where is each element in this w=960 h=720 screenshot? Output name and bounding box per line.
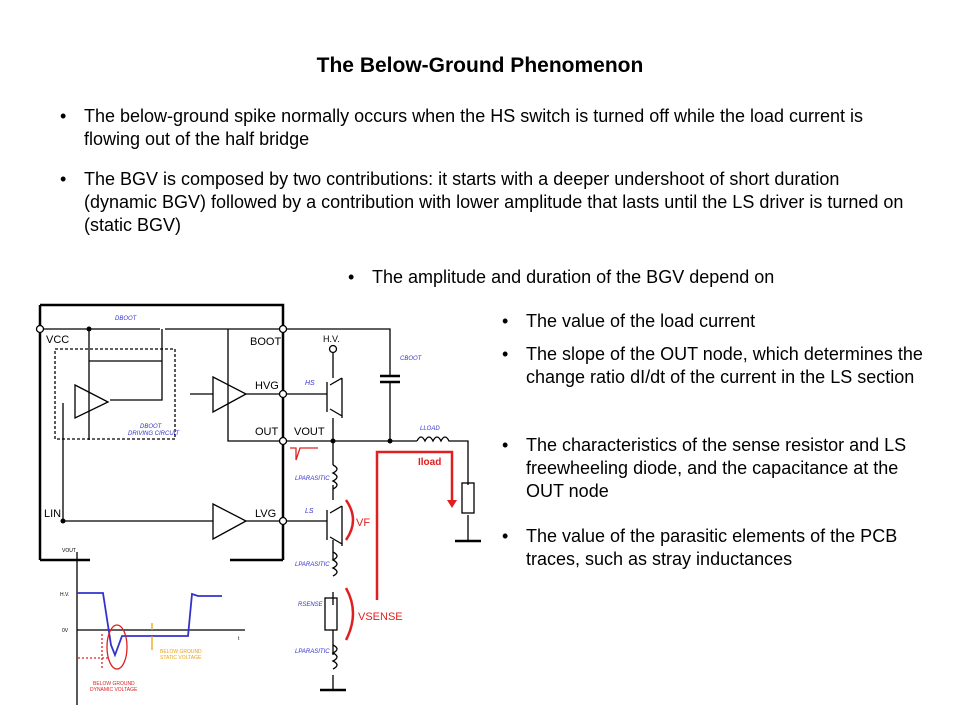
static-label-1: BELOW GROUND — [160, 649, 202, 655]
hv-level-label: H.V. — [60, 592, 69, 598]
bullet-glyph: • — [502, 311, 509, 331]
y-axis-label: VOUT — [62, 548, 76, 554]
half-bridge-circuit-diagram: VCC BOOT HVG OUT LIN LVG H.V. VOUT DBOOT… — [35, 303, 481, 705]
cboot-label: CBOOT — [400, 356, 423, 362]
bullet-3: • The amplitude and duration of the BGV d… — [348, 266, 912, 289]
ls-label: LS — [305, 508, 314, 515]
pin-lvg: LVG — [255, 508, 276, 520]
rsense-resistor — [324, 597, 338, 631]
pin-boot: BOOT — [250, 336, 281, 348]
lparasitic-label-2: LPARASITIC — [295, 562, 330, 568]
sub-bullet-4: • The value of the parasitic elements of … — [502, 525, 926, 571]
iload-label: Iload — [418, 457, 441, 468]
vf-arrow — [344, 499, 355, 541]
lparasitic-label-3: LPARASITIC — [295, 649, 330, 655]
ic-outline — [38, 303, 285, 560]
cboot-capacitor — [380, 374, 400, 384]
vsense-label: VSENSE — [358, 611, 403, 623]
dynamic-label-1: BELOW GROUND — [93, 681, 135, 687]
sub-bullet-3: • The characteristics of the sense resist… — [502, 434, 926, 503]
dboot-circuit-label-2: DRIVING CIRCUIT — [128, 431, 180, 437]
sub-bullet-text: The value of the parasitic elements of t… — [526, 526, 898, 569]
bullet-glyph: • — [60, 106, 67, 126]
load-resistor — [461, 482, 475, 514]
lparasitic-label-1: LPARASITIC — [295, 476, 330, 482]
sub-bullet-1: • The value of the load current — [502, 310, 926, 333]
dboot-driving-circuit-box — [54, 348, 176, 440]
static-label-2: STATIC VOLTAGE — [160, 655, 202, 661]
rsense-label: RSENSE — [298, 602, 324, 608]
vout-waveform — [77, 592, 222, 658]
bullet-glyph: • — [348, 267, 355, 287]
bullet-glyph: • — [502, 344, 509, 364]
bullet-glyph: • — [502, 435, 509, 455]
dboot-label: DBOOT — [115, 316, 138, 322]
bullet-2: • The BGV is composed by two contribution… — [60, 168, 914, 237]
x-axis-label: t — [238, 636, 240, 642]
sub-bullet-text: The characteristics of the sense resisto… — [526, 435, 907, 501]
vf-label: VF — [356, 517, 370, 529]
bullet-text: The below-ground spike normally occurs w… — [84, 106, 864, 149]
bullet-text: The BGV is composed by two contributions… — [84, 169, 904, 235]
sub-bullet-text: The value of the load current — [526, 311, 756, 331]
buffer-1 — [74, 383, 110, 420]
dboot-circuit-label: DBOOT — [140, 424, 163, 430]
iload-arrow — [375, 450, 454, 600]
bullet-glyph: • — [502, 526, 509, 546]
sub-bullet-text: The slope of the OUT node, which determi… — [526, 344, 923, 387]
hs-label: HS — [305, 380, 315, 387]
buffer-hvg — [212, 375, 248, 414]
pin-hvg: HVG — [255, 380, 279, 392]
vout-label: VOUT — [294, 426, 325, 438]
bullet-1: • The below-ground spike normally occurs … — [60, 105, 904, 151]
bullet-glyph: • — [60, 169, 67, 189]
dynamic-label-2: DYNAMIC VOLTAGE — [90, 687, 138, 693]
buffer-lvg — [212, 502, 248, 541]
pin-lin: LIN — [44, 508, 61, 520]
lload-inductor — [416, 436, 469, 540]
lload-label: LLOAD — [420, 426, 440, 432]
pin-vcc: VCC — [46, 334, 69, 346]
hv-label: H.V. — [323, 334, 340, 344]
bullet-text: The amplitude and duration of the BGV de… — [372, 267, 775, 287]
slide-title: The Below-Ground Phenomenon — [316, 54, 644, 77]
sub-bullet-2: • The slope of the OUT node, which determ… — [502, 343, 926, 389]
zero-level-label: 0V — [62, 628, 69, 634]
vsense-arrow — [344, 587, 355, 641]
pin-out: OUT — [255, 426, 279, 438]
